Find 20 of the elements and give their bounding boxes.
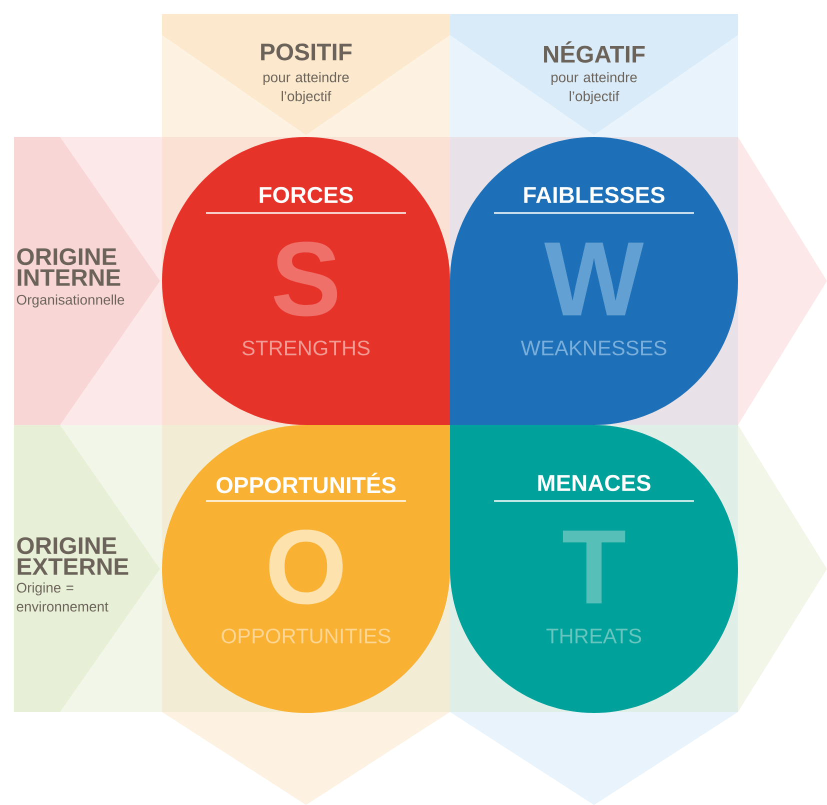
band-title: ORIGINE INTERNE — [17, 248, 120, 286]
band-title: POSITIF — [261, 44, 352, 60]
quadrant-subtitle: OPPORTUNITIES — [222, 628, 390, 644]
quadrant-title: MENACES — [538, 474, 650, 492]
quadrant-letter: W — [544, 242, 644, 316]
band-title: ORIGINE EXTERNE — [17, 537, 128, 575]
band-subtitle: pour atteindre l’objectif — [552, 72, 637, 104]
band-subtitle: Origine = environnement — [16, 582, 108, 612]
quadrant-title: OPPORTUNITÉS — [216, 472, 396, 494]
quadrant-letter: T — [562, 530, 626, 604]
quadrant-title: FORCES — [260, 186, 353, 204]
band-subtitle: Organisationnelle — [16, 294, 124, 308]
band-subtitle: pour atteindre l’objectif — [264, 72, 349, 104]
quadrant-subtitle: STRENGTHS — [242, 340, 370, 356]
quadrant-letter: S — [274, 242, 338, 316]
quadrant-title: FAIBLESSES — [524, 186, 664, 204]
quadrant-subtitle: THREATS — [546, 628, 642, 644]
quadrant-subtitle: WEAKNESSES — [520, 340, 666, 356]
quadrant-letter: O — [269, 530, 343, 604]
band-title: NÉGATIF — [544, 41, 645, 63]
